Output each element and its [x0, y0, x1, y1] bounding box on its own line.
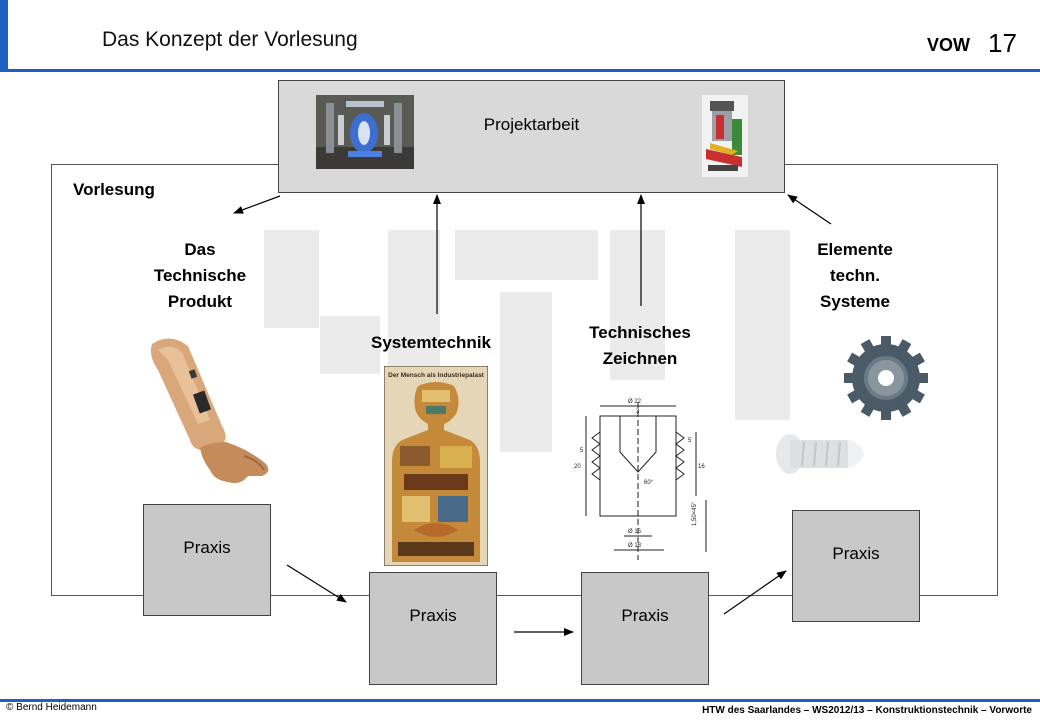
- header-divider: [8, 69, 1040, 72]
- dim-dia-22: Ø 22: [628, 399, 642, 405]
- arrow-elemente-to-projekt: [787, 194, 832, 225]
- prosthetic-arm-image: [150, 338, 269, 484]
- poster-title: Der Mensch als Industriepalast: [388, 372, 485, 379]
- slide-title: Das Konzept der Vorlesung: [102, 28, 358, 51]
- footer-course: HTW des Saarlandes – WS2012/13 – Konstru…: [702, 705, 1032, 716]
- footer-divider: [0, 699, 1040, 702]
- footer-author: © Bernd Heidemann: [6, 702, 97, 713]
- praxis-box-3: Praxis: [581, 572, 709, 685]
- logo-text: VOW: [927, 35, 970, 55]
- dim-5b: 5: [688, 438, 692, 444]
- dim-dia-18: Ø 18: [628, 543, 642, 549]
- dim-20: 20: [574, 464, 581, 470]
- industriepalast-poster: Der Mensch als Industriepalast: [384, 366, 488, 566]
- technical-drawing: Ø 22 3 5 5 20 16 60° Ø 15 Ø 18 1,50×45°: [574, 399, 707, 560]
- projektarbeit-box: Projektarbeit: [278, 80, 785, 193]
- praxis-box-4: Praxis: [792, 510, 920, 622]
- topic-elemente-systeme: Elemente techn. Systeme: [817, 240, 893, 311]
- header-accent-bar: [0, 0, 8, 72]
- dim-dia-15: Ø 15: [628, 529, 642, 535]
- dim-3: 3: [636, 409, 640, 415]
- slide-number: 17: [988, 28, 1017, 58]
- machine-photo: [316, 95, 414, 169]
- praxis-box-1: Praxis: [143, 504, 271, 616]
- gear-and-screw-image: [776, 336, 928, 474]
- dim-5a: 5: [580, 448, 584, 454]
- dim-chamfer: 1,50×45°: [692, 501, 698, 526]
- topic-technisches-produkt: Das Technische Produkt: [153, 240, 247, 311]
- dim-60deg: 60°: [644, 480, 654, 486]
- vorlesung-label: Vorlesung: [73, 180, 155, 199]
- projektarbeit-label: Projektarbeit: [483, 115, 580, 134]
- arrow-projekt-to-produkt: [233, 195, 281, 214]
- topic-systemtechnik: Systemtechnik: [371, 333, 491, 352]
- arrow-praxis1-to-praxis2: [286, 564, 347, 603]
- praxis-box-2: Praxis: [369, 572, 497, 685]
- topic-technisches-zeichnen: Technisches Zeichnen: [589, 323, 691, 368]
- arrow-praxis3-to-praxis4: [723, 570, 787, 615]
- dim-16: 16: [698, 464, 705, 470]
- assembly-render: [702, 95, 748, 177]
